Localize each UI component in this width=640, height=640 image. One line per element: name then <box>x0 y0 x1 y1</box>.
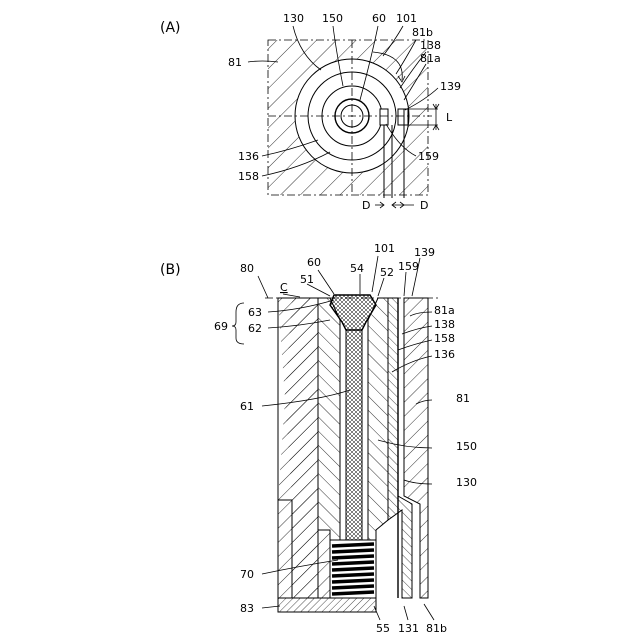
label-b-138: 138 <box>434 318 455 331</box>
label-b-81b: 81b <box>426 622 447 635</box>
panel-a-title: (A) <box>160 20 181 36</box>
label-b-136: 136 <box>434 348 455 361</box>
slot-139 <box>398 109 408 125</box>
label-b-54: 54 <box>350 262 364 275</box>
label-a-159: 159 <box>418 150 439 163</box>
label-a-D1: D <box>362 199 370 212</box>
label-a-81a: 81a <box>420 52 441 65</box>
label-b-139: 139 <box>414 246 435 259</box>
label-b-81: 81 <box>456 392 470 405</box>
label-a-158: 158 <box>238 170 259 183</box>
label-b-62: 62 <box>248 322 262 335</box>
label-a-81: 81 <box>228 56 242 69</box>
label-b-130: 130 <box>456 476 477 489</box>
label-a-60: 60 <box>372 12 386 25</box>
label-a-138: 138 <box>420 39 441 52</box>
label-b-63: 63 <box>248 306 262 319</box>
label-b-81a: 81a <box>434 304 455 317</box>
label-b-83: 83 <box>240 602 254 615</box>
label-b-131: 131 <box>398 622 419 635</box>
label-a-139: 139 <box>440 80 461 93</box>
label-b-52: 52 <box>380 266 394 279</box>
base-83 <box>278 598 376 612</box>
label-b-80: 80 <box>240 262 254 275</box>
label-b-101: 101 <box>374 242 395 255</box>
panel-a: (A) <box>160 12 461 212</box>
label-b-69: 69 <box>214 320 228 333</box>
label-b-60: 60 <box>307 256 321 269</box>
label-b-55: 55 <box>376 622 390 635</box>
label-a-150: 150 <box>322 12 343 25</box>
label-a-L: L <box>446 111 453 124</box>
label-b-70: 70 <box>240 568 254 581</box>
label-a-130: 130 <box>283 12 304 25</box>
label-b-61: 61 <box>240 400 254 413</box>
label-a-D2: D <box>420 199 428 212</box>
panel-b: (B) <box>160 242 477 635</box>
label-a-136: 136 <box>238 150 259 163</box>
label-b-159: 159 <box>398 260 419 273</box>
slot-159 <box>380 109 388 125</box>
label-b-158: 158 <box>434 332 455 345</box>
panel-b-title: (B) <box>160 262 181 278</box>
label-b-51: 51 <box>300 273 314 286</box>
label-b-C: C <box>280 281 288 294</box>
label-a-101: 101 <box>396 12 417 25</box>
label-a-81b: 81b <box>412 26 433 39</box>
label-b-150: 150 <box>456 440 477 453</box>
spring-70 <box>330 540 376 598</box>
plunger-shaft-61 <box>346 330 362 540</box>
